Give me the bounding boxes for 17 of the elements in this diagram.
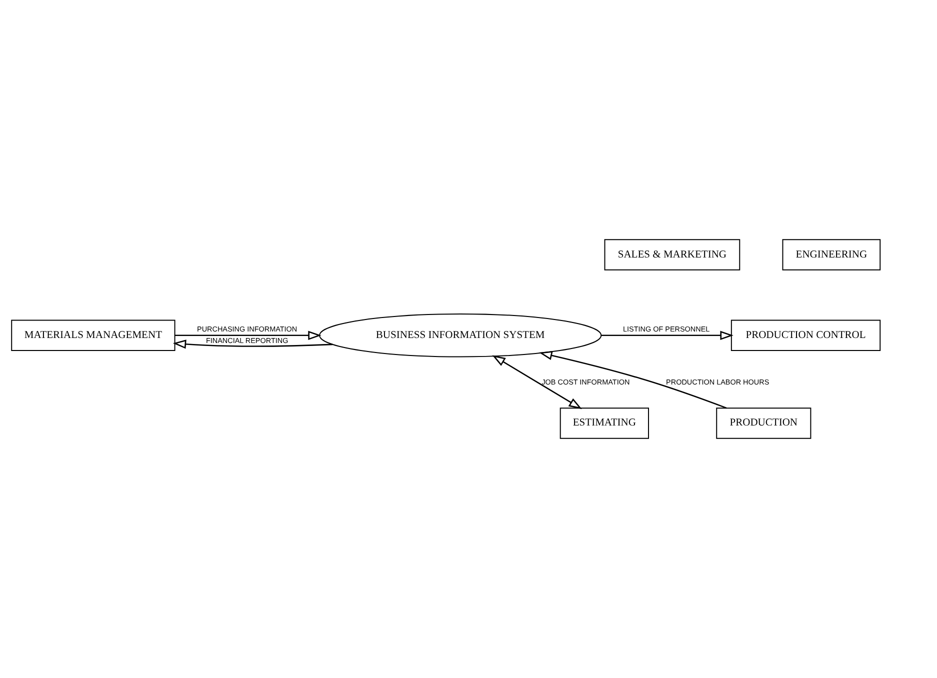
node-box: SALES & MARKETING — [604, 239, 740, 270]
node-box: ENGINEERING — [782, 239, 881, 270]
edge-label: JOB COST INFORMATION — [542, 377, 630, 386]
node-box: PRODUCTION CONTROL — [730, 320, 881, 351]
edge-label: FINANCIAL REPORTING — [206, 336, 288, 346]
arrow — [601, 330, 734, 340]
edge-label: PRODUCTION LABOR HOURS — [666, 377, 770, 386]
node-box: PRODUCTION — [716, 408, 812, 439]
node-ellipse: BUSINESS INFORMATION SYSTEM — [319, 313, 602, 358]
node-box: MATERIALS MANAGEMENT — [11, 320, 176, 351]
edge-label: LISTING OF PERSONNEL — [623, 324, 710, 334]
node-box: ESTIMATING — [560, 408, 649, 439]
arrow — [492, 355, 582, 410]
edge-label: PURCHASING INFORMATION — [197, 324, 298, 334]
arrow — [172, 340, 333, 349]
arrow — [539, 350, 727, 409]
arrow — [174, 330, 322, 340]
